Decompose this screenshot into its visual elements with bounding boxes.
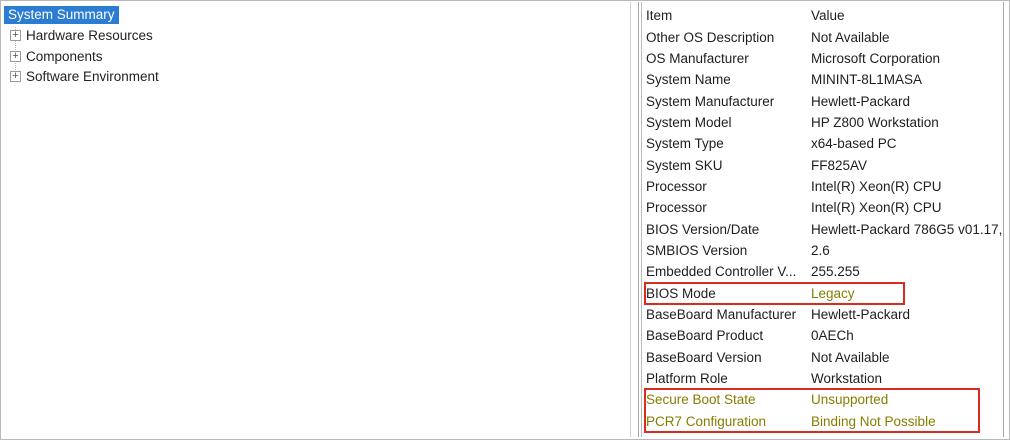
value-cell: Hewlett-Packard — [811, 306, 911, 322]
table-row-secure-boot-state[interactable]: Secure Boot State Unsupported — [646, 389, 1003, 410]
tree-item-label: Hardware Resources — [26, 27, 153, 43]
tree-item-system-summary[interactable]: System Summary — [4, 6, 119, 24]
value-cell: Hewlett-Packard — [811, 93, 911, 109]
item-cell: System Manufacturer — [646, 93, 775, 109]
table-row-pcr7-configuration[interactable]: PCR7 Configuration Binding Not Possible — [646, 411, 1003, 432]
item-cell: Secure Boot State — [646, 392, 756, 408]
tree-item-list: + Hardware Resources + Components + Software … — [2, 25, 630, 87]
expand-plus-icon[interactable]: + — [10, 50, 21, 62]
table-row-bios-mode[interactable]: BIOS Mode Legacy — [646, 282, 1003, 303]
table-row-system-type[interactable]: System Type x64-based PC — [646, 133, 1003, 154]
item-cell: BaseBoard Manufacturer — [646, 306, 797, 322]
value-cell: x64-based PC — [811, 136, 897, 152]
tree-item-label: Software Environment — [26, 69, 159, 85]
item-cell: BaseBoard Product — [646, 328, 764, 344]
item-cell: Platform Role — [646, 371, 728, 387]
value-cell: Intel(R) Xeon(R) CPU E5506 — [811, 200, 942, 216]
column-header-value[interactable]: Value — [811, 8, 845, 24]
value-cell: HP Z800 Workstation — [811, 114, 939, 130]
value-cell: FF825AV — [811, 157, 868, 173]
item-cell: System Model — [646, 114, 732, 130]
column-header-item[interactable]: Item — [646, 8, 673, 24]
table-row-processor[interactable]: Processor Intel(R) Xeon(R) CPU E5506 — [646, 176, 1003, 197]
value-cell: 0AECh — [811, 328, 854, 344]
item-cell: BIOS Version/Date — [646, 221, 760, 237]
value-cell: 2.6 — [811, 242, 830, 258]
item-cell: System Name — [646, 72, 731, 88]
item-cell: BaseBoard Version — [646, 349, 762, 365]
item-cell: Processor — [646, 178, 707, 194]
value-cell: MININT-8L1MASA — [811, 72, 923, 88]
table-row-system-name[interactable]: System Name MININT-8L1MASA — [646, 69, 1003, 90]
value-cell: Legacy — [811, 285, 855, 301]
value-cell: Binding Not Possible — [811, 413, 936, 429]
value-cell: Intel(R) Xeon(R) CPU E5506 — [811, 178, 942, 194]
table-row-system-manufacturer[interactable]: System Manufacturer Hewlett-Packard — [646, 90, 1003, 111]
table-row-platform-role[interactable]: Platform Role Workstation — [646, 368, 1003, 389]
tree-item-hardware-resources[interactable]: + Hardware Resources — [2, 25, 630, 46]
item-cell: System Type — [646, 136, 724, 152]
table-row-system-model[interactable]: System Model HP Z800 Workstation — [646, 112, 1003, 133]
expand-plus-icon[interactable]: + — [10, 71, 21, 83]
item-cell: SMBIOS Version — [646, 242, 748, 258]
expand-plus-icon[interactable]: + — [10, 29, 21, 41]
item-cell: PCR7 Configuration — [646, 413, 767, 429]
item-cell: OS Manufacturer — [646, 50, 749, 66]
value-cell: Not Available — [811, 29, 890, 45]
tree-item-label: Components — [26, 48, 103, 64]
table-row-baseboard-manufacturer[interactable]: BaseBoard Manufacturer Hewlett-Packard — [646, 304, 1003, 325]
table-row-bios-version-date[interactable]: BIOS Version/Date Hewlett-Packard 786G5 v… — [646, 218, 1003, 239]
table-row-system-sku[interactable]: System SKU FF825AV — [646, 154, 1003, 175]
item-cell: BIOS Mode — [646, 285, 716, 301]
item-cell: System SKU — [646, 157, 723, 173]
item-cell: Other OS Description — [646, 29, 775, 45]
value-cell: 255.255 — [811, 264, 860, 280]
item-cell: Processor — [646, 200, 707, 216]
table-row-embedded-controller-v[interactable]: Embedded Controller V... 255.255 — [646, 261, 1003, 282]
value-cell: Workstation — [811, 371, 883, 387]
table-header-row: Item Value — [646, 5, 1003, 26]
table-row-processor[interactable]: Processor Intel(R) Xeon(R) CPU E5506 — [646, 197, 1003, 218]
value-cell: Hewlett-Packard 786G5 v01.17, 8/ — [811, 221, 1003, 237]
tree-item-software-environment[interactable]: + Software Environment — [2, 66, 630, 87]
value-cell: Not Available — [811, 349, 890, 365]
table-row-os-manufacturer[interactable]: OS Manufacturer Microsoft Corporation — [646, 48, 1003, 69]
table-row-other-os-description[interactable]: Other OS Description Not Available — [646, 26, 1003, 47]
item-cell: Embedded Controller V... — [646, 264, 797, 280]
category-tree-panel: System Summary + Hardware Resources + Compo… — [2, 2, 631, 437]
tree-item-components[interactable]: + Components — [2, 46, 630, 67]
panel-splitter[interactable] — [638, 2, 642, 437]
table-row-baseboard-product[interactable]: BaseBoard Product 0AECh — [646, 325, 1003, 346]
value-cell: Unsupported — [811, 392, 889, 408]
table-row-smbios-version[interactable]: SMBIOS Version 2.6 — [646, 240, 1003, 261]
value-cell: Microsoft Corporation — [811, 50, 941, 66]
table-row-baseboard-version[interactable]: BaseBoard Version Not Available — [646, 347, 1003, 368]
